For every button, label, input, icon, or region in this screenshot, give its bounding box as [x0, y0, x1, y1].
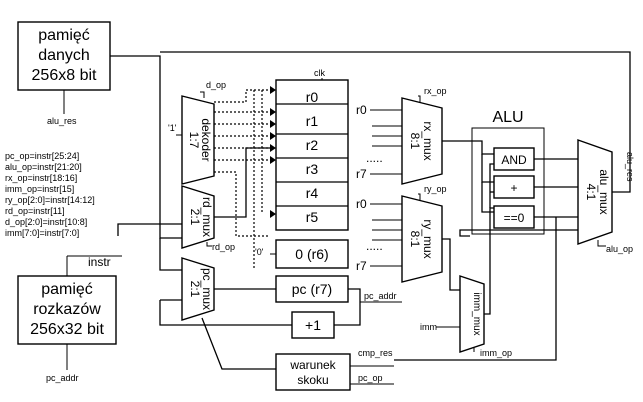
ry-mux-sub: 8:1 — [408, 231, 422, 248]
instr-field-rd-op: rd_op=instr[11] — [5, 206, 65, 216]
ry-mux-in-first: r0 — [356, 197, 367, 211]
register-file: r0 r1 r2 r3 r4 r5 clk — [275, 68, 349, 231]
jump-condition-in2: pc_op — [358, 373, 383, 383]
register-r2: r2 — [306, 137, 319, 153]
program-memory-output-label: instr — [88, 255, 111, 269]
program-memory-line1: pamięć — [41, 281, 93, 298]
register-r6-label: 0 (r6) — [295, 246, 328, 262]
decoder-label: dekoder — [199, 118, 213, 161]
alu-op-and: AND — [501, 153, 527, 167]
instr-field-pc-op: pc_op=instr[25:24] — [5, 151, 79, 161]
rd-mux-sub: 2:1 — [188, 209, 202, 226]
register-pc: pc (r7) — [275, 275, 349, 303]
program-memory: pamięć rozkazów 256x32 bit instr pc_addr — [17, 255, 122, 383]
register-pc-label: pc (r7) — [292, 281, 332, 297]
jump-condition-line1: warunek — [289, 358, 336, 372]
imm-mux-ctrl: imm_op — [480, 348, 512, 358]
alu-mux-output: alu_res — [625, 152, 635, 182]
alu-op-zero: ==0 — [504, 211, 525, 225]
register-r3: r3 — [306, 161, 319, 177]
ry-mux-in-last: r7 — [356, 259, 367, 273]
imm-mux-label: imm_mux — [471, 292, 482, 335]
rx-mux-in-first: r0 — [356, 103, 367, 117]
instruction-fields: pc_op=instr[25:24] alu_op=instr[21:20] r… — [5, 151, 95, 238]
alu-mux-sub: 4:1 — [584, 184, 598, 201]
rx-mux: rx_mux 8:1 rx_op r0 r7 ..... — [356, 86, 447, 185]
instr-field-ry-op: ry_op[2:0]=instr[14:12] — [5, 195, 95, 205]
data-memory-line2: danych — [38, 47, 90, 64]
rx-mux-ctrl: rx_op — [424, 86, 447, 96]
incrementer: +1 — [291, 311, 335, 339]
instr-field-alu-op: alu_op=instr[21:20] — [5, 162, 82, 172]
imm-mux-input: imm — [420, 322, 437, 332]
rx-mux-label: rx_mux — [421, 121, 435, 160]
rd-mux: rd_mux 2:1 rd_op — [181, 185, 235, 252]
data-memory-line1: pamięć — [38, 27, 90, 44]
instr-field-d-op: d_op[2:0]=instr[10:8] — [5, 217, 87, 227]
ry-mux: ry_mux 8:1 ry_op r0 r7 ..... — [356, 184, 447, 283]
alu-title: ALU — [492, 109, 523, 126]
program-memory-line2: rozkazów — [33, 301, 101, 318]
alu-mux: alu_mux 4:1 alu_op alu_res — [577, 139, 635, 254]
register-r6: 0 (r6) '0' — [255, 239, 349, 269]
ry-mux-ctrl: ry_op — [424, 184, 447, 194]
pc-mux-label: pc_mux — [200, 268, 214, 310]
imm-mux: imm_mux imm_op imm — [420, 275, 512, 358]
register-r4: r4 — [306, 185, 319, 201]
alu-mux-ctrl: alu_op — [606, 244, 633, 254]
register-r0: r0 — [306, 89, 319, 105]
rd-mux-ctrl: rd_op — [212, 242, 235, 252]
register-r1: r1 — [306, 113, 319, 129]
pc-addr-label: pc_addr — [364, 291, 397, 301]
register-r5: r5 — [306, 209, 319, 225]
instr-field-imm: imm[7:0]=instr[7:0] — [5, 228, 79, 238]
incrementer-label: +1 — [305, 317, 321, 333]
instr-field-rx-op: rx_op=instr[18:16] — [5, 173, 77, 183]
pc-mux: pc_mux 2:1 — [181, 257, 215, 321]
ry-mux-dots: ..... — [366, 239, 383, 253]
data-memory-line3: 256x8 bit — [32, 67, 97, 84]
jump-condition: warunek skoku cmp_res pc_op — [275, 348, 394, 391]
jump-condition-line2: skoku — [297, 373, 328, 387]
register-r6-input: '0' — [255, 247, 264, 257]
rx-mux-sub: 8:1 — [408, 133, 422, 150]
decoder-input: '1' — [168, 123, 177, 133]
ry-mux-label: ry_mux — [421, 219, 435, 258]
alu-mux-label: alu_mux — [597, 169, 611, 214]
decoder-ctrl: d_op — [206, 80, 226, 90]
program-memory-input-label: pc_addr — [46, 373, 79, 383]
jump-condition-in1: cmp_res — [358, 348, 393, 358]
alu: ALU AND + ==0 — [471, 109, 545, 235]
alu-op-add: + — [510, 181, 517, 195]
clk-label: clk — [314, 68, 325, 78]
decoder-enable-lines — [214, 89, 270, 237]
data-memory-input-label: alu_res — [47, 116, 77, 126]
rx-mux-in-last: r7 — [356, 167, 367, 181]
data-memory: pamięć danych 256x8 bit alu_res — [17, 21, 111, 126]
decoder-sub: 1:7 — [187, 132, 201, 149]
pc-mux-sub: 2:1 — [188, 281, 202, 298]
decoder: dekoder 1:7 d_op '1' — [168, 80, 226, 185]
instr-field-imm-op: imm_op=instr[15] — [5, 184, 74, 194]
register-write-arrows — [270, 86, 276, 218]
rd-mux-label: rd_mux — [200, 197, 214, 237]
program-memory-line3: 256x32 bit — [30, 321, 104, 338]
register-clock-lines — [253, 90, 263, 270]
rx-mux-dots: ..... — [366, 151, 383, 165]
